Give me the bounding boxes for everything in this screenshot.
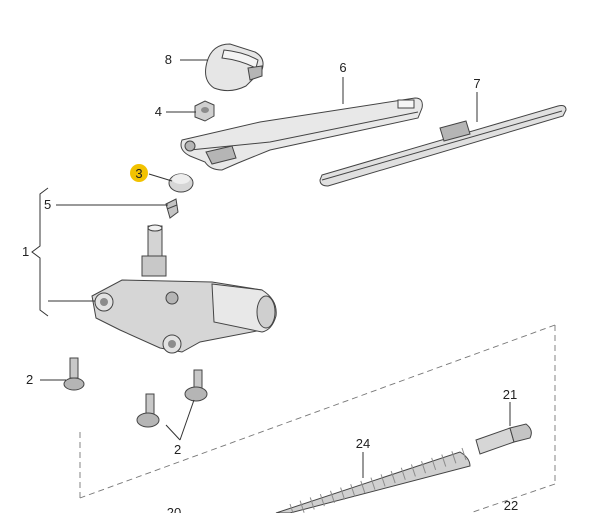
callout-20: 20: [167, 505, 181, 513]
assembly-dashed-outline: [79, 324, 556, 513]
callout-1: 1: [22, 244, 29, 259]
part-21-connector: [475, 423, 532, 455]
callout-6: 6: [339, 60, 346, 75]
part-2-bolt-left: [63, 357, 85, 391]
hose-rib: [299, 500, 305, 513]
callout-21: 21: [503, 387, 517, 402]
hose-rib: [289, 503, 294, 513]
hose-rib: [319, 493, 325, 507]
callouts: 8 4 3 5 1 2 2 6 7 24 21 22 20: [22, 52, 518, 513]
hose-rib: [360, 480, 366, 494]
callout-2-bottom: 2: [174, 442, 181, 457]
callout-22: 22: [504, 498, 518, 513]
hose-rib: [309, 497, 315, 510]
hose-ribs: [289, 447, 467, 513]
callout-2-left: 2: [26, 372, 33, 387]
callout-8: 8: [165, 52, 172, 67]
part-5-spindle: [165, 198, 179, 219]
part-1-wiper-motor: [91, 224, 277, 354]
hose-rib: [329, 490, 335, 503]
part-8-arm-cap: [205, 43, 264, 92]
hose-rib: [400, 467, 406, 480]
part-6-wiper-arm: [180, 97, 423, 171]
leader-lines: [40, 59, 511, 478]
hose-rib: [350, 484, 356, 497]
part-7-wiper-blade: [319, 105, 567, 187]
hose-rib: [370, 477, 376, 490]
hose-rib: [451, 451, 457, 464]
part-24-hose: [275, 447, 471, 513]
part-3-cap: [168, 173, 194, 193]
part-4-nut: [194, 100, 215, 122]
callout-3: 3: [135, 166, 142, 181]
hose-rib: [410, 464, 416, 477]
callout-5: 5: [44, 197, 51, 212]
part-2-bolt-right: [184, 369, 208, 402]
bracket-part-1: [31, 187, 49, 317]
hose-rib: [390, 470, 396, 484]
callout-4: 4: [155, 104, 162, 119]
callout-3-highlight: [130, 164, 148, 182]
hose-rib: [441, 454, 447, 467]
hose-rib: [431, 457, 437, 471]
hose-rib: [340, 487, 346, 500]
callout-7: 7: [473, 76, 480, 91]
callout-24: 24: [356, 436, 370, 451]
part-2-bolt-middle: [136, 393, 160, 428]
hose-rib: [421, 461, 427, 474]
hose-rib: [380, 474, 386, 487]
hose-rib: [461, 447, 467, 461]
